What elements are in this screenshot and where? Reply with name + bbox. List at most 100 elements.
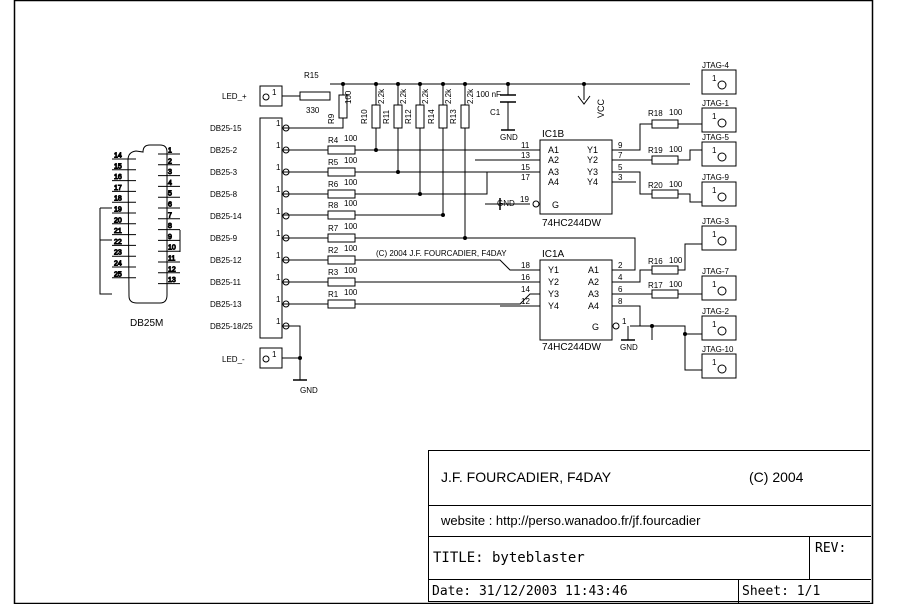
db25-net-label: DB25-13 (210, 300, 242, 309)
ic1a-pin-name: Y4 (548, 301, 559, 311)
db25-ground-bridge (99, 207, 181, 295)
db25-pin-label: 18 (114, 196, 122, 203)
title-block (428, 450, 871, 603)
led-plus-connector: 1 (259, 85, 283, 107)
db25-net-label: DB25-9 (210, 234, 238, 243)
ic1b-pin-number: 7 (618, 151, 623, 160)
ic1b-pin-name: A1 (548, 145, 559, 155)
db25-pin-label: 2 (168, 158, 172, 165)
db25-net-label: DB25-14 (210, 212, 242, 221)
vcc-label: VCC (596, 98, 606, 118)
out-resistor-value: 100 (669, 145, 683, 154)
db25-pin-label: 6 (168, 202, 172, 209)
ic1a-pin-number: 14 (521, 285, 530, 294)
series-resistor-value: 100 (344, 178, 358, 187)
ic1a-pin-number: 6 (618, 285, 623, 294)
out-resistor-name: R17 (648, 281, 663, 290)
db25-label: DB25M (130, 318, 163, 329)
pin-one-label: 1 (276, 207, 281, 216)
ic1a-body (539, 259, 613, 341)
jtag-label: JTAG-2 (702, 307, 730, 316)
ic1b-g-number: 19 (520, 195, 529, 204)
db25-pin-label: 21 (114, 228, 122, 235)
ic1b-pin-number: 17 (521, 173, 530, 182)
jtag-label: JTAG-4 (702, 61, 730, 70)
ic1b-part: 74HC244DW (542, 218, 601, 229)
jtag-label: JTAG-9 (702, 173, 730, 182)
series-resistor-value: 100 (344, 222, 358, 231)
db25-net-label: DB25-15 (210, 124, 242, 133)
db25-net-label: DB25-18/25 (210, 322, 253, 331)
rev-text: REV: (815, 541, 847, 556)
ic1b-pin-name: A4 (548, 177, 559, 187)
series-resistor-value: 100 (344, 199, 358, 208)
gnd-label: GND (620, 343, 638, 352)
author-text: J.F. FOURCADIER, F4DAY (441, 469, 612, 485)
jtag-label: JTAG-1 (702, 99, 730, 108)
r15-value: 330 (306, 106, 320, 115)
series-resistor-value: 100 (344, 134, 358, 143)
db25-pin-label: 14 (114, 153, 122, 160)
series-resistor-name: R5 (328, 158, 339, 167)
ic1b-pin-name: Y2 (587, 155, 598, 165)
ic1a-pin-name: Y1 (548, 265, 559, 275)
ic1a-pin-name: A3 (588, 289, 599, 299)
ic1a-pin-name: A4 (588, 301, 599, 311)
capacitor-c1 (500, 94, 516, 131)
db25-pin-label: 3 (168, 169, 172, 176)
db25-pin-label: 4 (168, 180, 172, 187)
vcc-arrow-icon (577, 95, 591, 105)
date-text: Date: 31/12/2003 11:43:46 (432, 584, 628, 599)
db25-pin-label: 22 (114, 239, 122, 246)
pullup-value: 2.2k (421, 88, 430, 104)
pin-one-label: 1 (712, 146, 717, 155)
out-resistor-name: R18 (648, 109, 663, 118)
ic1b-pin-name: A3 (548, 167, 559, 177)
db25-pin-label: 9 (168, 234, 172, 241)
db-header-box (259, 117, 283, 339)
db25-net-label: DB25-8 (210, 190, 238, 199)
wires (282, 83, 702, 380)
db25-pin-label: 24 (114, 261, 122, 268)
db25-pin-label: 25 (114, 271, 122, 278)
ic1b-pin-number: 5 (618, 163, 623, 172)
out-resistor-value: 100 (669, 108, 683, 117)
ic1b-pin-name: Y4 (587, 177, 598, 187)
jtag-label: JTAG-7 (702, 267, 730, 276)
ic1b-name: IC1B (542, 129, 565, 140)
series-resistor-name: R4 (328, 136, 339, 145)
ic1a-pin-number: 12 (521, 297, 530, 306)
db25-connector: 1415161718192021222324251234567891011121… (99, 144, 181, 304)
pullup-value: 2.2k (466, 88, 475, 104)
pullup-name: R10 (360, 109, 369, 124)
ic1b-body (539, 139, 613, 215)
led-plus-label: LED_+ (222, 92, 247, 101)
series-resistor-value: 100 (344, 244, 358, 253)
series-resistor-value: 100 (344, 156, 358, 165)
series-resistor-name: R8 (328, 201, 339, 210)
db25-pin-label: 13 (168, 277, 176, 284)
db25-pin-label: 1 (168, 148, 172, 155)
jtag-connector: 1 JTAG-2 (701, 307, 737, 341)
pullup-value: 2.2k (377, 88, 386, 104)
out-resistor-name: R19 (648, 146, 663, 155)
pin-one-label: 1 (712, 358, 717, 367)
ic1a-pin-name: Y2 (548, 277, 559, 287)
c1-name: C1 (490, 108, 501, 117)
pin-one-label: 1 (276, 229, 281, 238)
pin-one-label: 1 (712, 320, 717, 329)
c1-value: 100 nF (476, 90, 501, 99)
ic1a-pin-number: 2 (618, 261, 623, 270)
gnd-label: GND (300, 386, 318, 395)
ic1b-pin-number: 15 (521, 163, 530, 172)
ic1a-g-number: 1 (622, 317, 627, 326)
ic1b-g-label: G (552, 200, 559, 210)
